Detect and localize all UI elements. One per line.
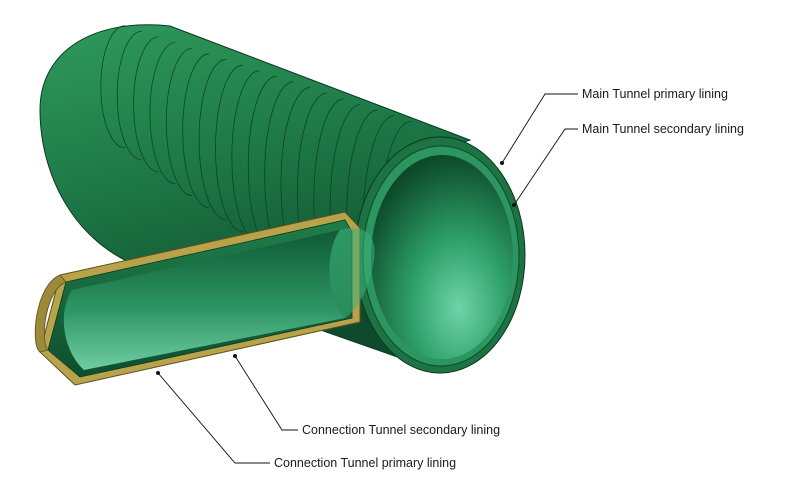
leader-main-primary-dot: [500, 161, 504, 165]
label-main-tunnel-primary-lining: Main Tunnel primary lining: [582, 87, 728, 101]
ring-joint-line: [165, 47, 193, 197]
leader-conn-primary: [157, 372, 270, 464]
main-tunnel-interior: [371, 155, 513, 359]
ring-joint-line: [100, 25, 125, 149]
connection-tunnel-end-face: [34, 274, 67, 353]
label-connection-tunnel-secondary-lining: Connection Tunnel secondary lining: [302, 423, 500, 437]
connection-tunnel: [34, 211, 375, 386]
label-connection-tunnel-primary-lining: Connection Tunnel primary lining: [274, 456, 456, 470]
connection-tunnel-interior: [63, 230, 345, 370]
ring-joint-line: [116, 30, 142, 161]
ring-joint-line: [133, 36, 159, 173]
leader-conn-secondary: [234, 355, 298, 431]
leader-lines: [156, 93, 578, 464]
ring-joint-line: [198, 59, 226, 221]
ring-joint-line: [215, 64, 243, 232]
leader-main-secondary-dot: [512, 203, 516, 207]
label-main-tunnel-secondary-lining: Main Tunnel secondary lining: [582, 122, 744, 136]
ring-joint-line: [182, 53, 210, 209]
leader-main-primary: [501, 93, 578, 164]
leader-conn-primary-dot: [156, 371, 160, 375]
leader-conn-secondary-dot: [233, 354, 237, 358]
callout-labels: Main Tunnel primary lining Main Tunnel s…: [274, 87, 744, 470]
connection-tunnel-junction: [329, 228, 375, 318]
main-tunnel-end: [354, 136, 526, 374]
ring-joint-line: [149, 42, 176, 185]
leader-main-secondary: [513, 128, 578, 206]
